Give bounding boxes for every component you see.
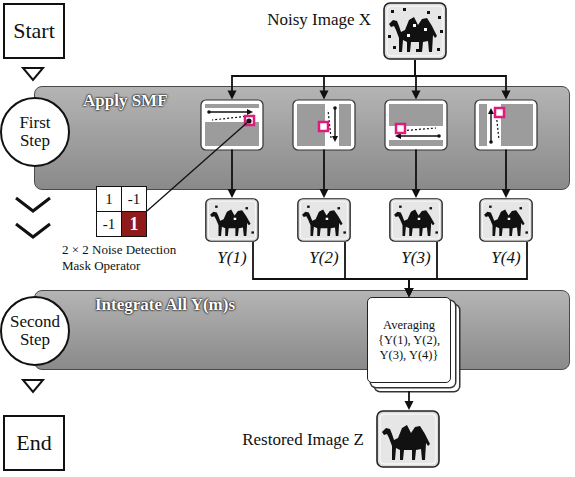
- step-band: Apply SMF: [34, 86, 570, 190]
- flow-triangle: [23, 68, 43, 80]
- image-node: Y(1): [204, 198, 260, 270]
- step-band: Integrate All Y(m)sAveraging {Y(1), Y(2)…: [34, 290, 570, 370]
- step-circle: Second Step: [0, 296, 70, 366]
- scan-panel: [201, 100, 263, 150]
- scan-panel: [293, 100, 355, 150]
- terminal-box-text: End: [16, 430, 51, 456]
- band-title: Integrate All Y(m)s: [95, 295, 235, 315]
- terminal-box-text: Start: [13, 18, 55, 44]
- averaging-box-text: Averaging {Y(1), Y(2), Y(3), Y(4)}: [372, 318, 446, 363]
- image-label: Y(4): [478, 248, 534, 268]
- image-label: Y(1): [204, 248, 260, 268]
- image-label: Noisy Image X: [267, 10, 371, 30]
- connector-line: [345, 242, 409, 290]
- mask-cell: 1: [96, 186, 122, 212]
- image-node: Noisy Image X: [196, 2, 448, 62]
- image-frame: [383, 2, 447, 60]
- terminal-box: Start: [3, 3, 65, 59]
- image-node: Y(3): [388, 198, 444, 270]
- image-frame: [479, 198, 533, 242]
- scan-panel: [385, 100, 447, 150]
- step-circle: First Step: [0, 97, 70, 167]
- flow-chevron: [16, 224, 50, 237]
- leader-dot: [246, 118, 251, 123]
- flow-chevron: [16, 198, 50, 211]
- image-label: Y(2): [296, 248, 352, 268]
- step-circle-text: Second Step: [6, 313, 64, 349]
- image-frame: [297, 198, 351, 242]
- mask-cell: 1: [121, 211, 147, 237]
- image-frame: [376, 410, 440, 468]
- step-circle-text: First Step: [6, 114, 64, 150]
- image-node: Y(2): [296, 198, 352, 270]
- image-frame: [389, 198, 443, 242]
- arrow-head: [405, 401, 414, 410]
- scan-panel: [475, 100, 537, 150]
- image-node: Restored Image Z: [196, 408, 448, 470]
- mask-caption: 2 × 2 Noise Detection Mask Operator: [62, 242, 198, 273]
- image-node: Y(4): [478, 198, 534, 270]
- image-label: Restored Image Z: [242, 430, 364, 450]
- band-title: Apply SMF: [83, 91, 168, 111]
- arrow-connector: [405, 391, 414, 410]
- image-frame: [205, 198, 259, 242]
- flow-triangle: [23, 380, 43, 392]
- image-label: Y(3): [388, 248, 444, 268]
- averaging-box: Averaging {Y(1), Y(2), Y(3), Y(4)}: [367, 297, 451, 383]
- mask-cell: -1: [96, 211, 122, 237]
- arrow-connector: [253, 242, 414, 297]
- terminal-box: End: [3, 415, 65, 471]
- mask-cell: -1: [121, 186, 147, 212]
- connector-line: [253, 242, 409, 290]
